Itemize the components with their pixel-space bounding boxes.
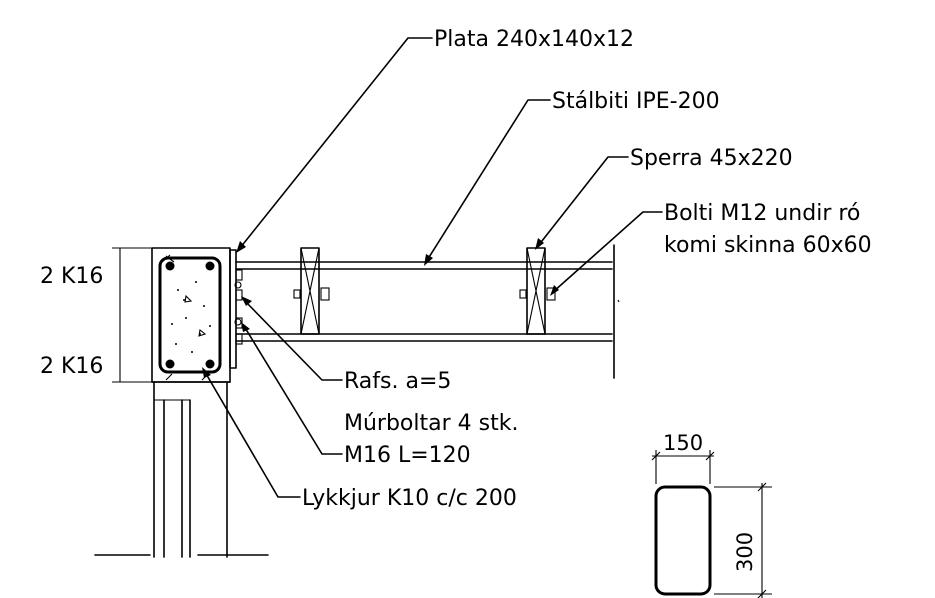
label-sperra: Sperra 45x220	[630, 146, 793, 171]
label-bolti-1: Bolti M12 undir ró	[664, 201, 860, 226]
label-stalbiti: Stálbiti IPE-200	[552, 89, 720, 114]
concrete-beam-section	[112, 247, 231, 383]
label-rafs: Rafs. a=5	[344, 369, 451, 394]
steel-plate	[229, 249, 243, 369]
label-murboltar-1: Múrboltar 4 stk.	[344, 411, 518, 436]
label-k16-top: 2 K16	[40, 264, 103, 289]
label-k16-bottom: 2 K16	[40, 354, 103, 379]
labels: Plata 240x140x12 Stálbiti IPE-200 Sperra…	[40, 27, 872, 572]
dim-width-150: 150	[663, 431, 703, 455]
rebar-top-right	[205, 261, 215, 271]
label-murboltar-2: M16 L=120	[344, 443, 471, 468]
rebar-bottom-right	[205, 359, 215, 369]
section-detail	[651, 450, 772, 598]
rebar-top-left	[165, 261, 175, 271]
label-lykkjur: Lykkjur K10 c/c 200	[302, 486, 517, 511]
dim-height-300: 300	[733, 532, 757, 572]
rafter-2	[519, 247, 556, 335]
leader-lines	[202, 37, 663, 498]
steel-beam-ipe200	[235, 244, 620, 379]
label-plata: Plata 240x140x12	[434, 27, 634, 52]
rebar-bottom-left	[165, 359, 175, 369]
column-lines	[94, 381, 269, 558]
rafter-1	[293, 247, 330, 335]
label-bolti-2: komi skinna 60x60	[664, 233, 872, 258]
